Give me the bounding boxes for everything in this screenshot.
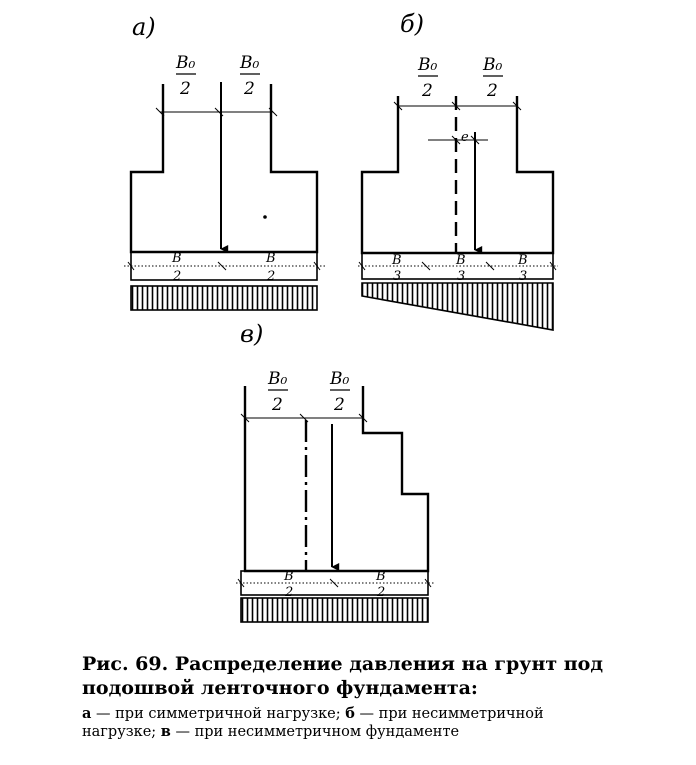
eccentricity-label: e (461, 130, 469, 145)
svg-text:2: 2 (421, 81, 433, 101)
svg-text:B: B (455, 253, 466, 268)
svg-text:B: B (517, 253, 528, 268)
svg-text:2: 2 (271, 395, 283, 415)
figure-caption: Рис. 69. Распределение давления на грунт… (82, 652, 622, 741)
svg-text:2: 2 (172, 269, 181, 284)
svg-text:2: 2 (376, 585, 385, 600)
svg-text:3: 3 (519, 269, 527, 284)
svg-text:B₀: B₀ (267, 369, 287, 389)
dim-label-b0-right: B₀ (239, 53, 259, 73)
caption-key-a: а (82, 705, 92, 722)
panel-label-b: б) (400, 10, 424, 38)
svg-text:3: 3 (457, 269, 465, 284)
caption-text-a: — при симметричной нагрузке; (91, 706, 346, 722)
caption-key-b: б (345, 705, 355, 722)
svg-text:B: B (171, 251, 182, 266)
caption-text-c: — при несимметричном фундаменте (170, 724, 460, 740)
panel-b: б) B₀ 2 B₀ 2 e B 3 B (358, 10, 558, 331)
svg-text:2: 2 (486, 81, 498, 101)
panel-a-foundation-outline (129, 84, 319, 254)
panel-a-base-labels: B 2 B 2 (171, 251, 276, 284)
svg-text:2: 2 (266, 269, 275, 284)
panel-c: в) B₀ 2 B₀ 2 B 2 B 2 (236, 320, 434, 623)
svg-text:B: B (265, 251, 276, 266)
panel-b-pressure-trapezoid (361, 282, 554, 331)
svg-text:B₀: B₀ (329, 369, 349, 389)
svg-text:B₀: B₀ (482, 55, 502, 75)
caption-text-b: — при несимметричной нагрузке; (82, 706, 544, 740)
svg-text:3: 3 (393, 269, 401, 284)
panel-label-c: в) (240, 320, 263, 348)
caption-title: Рис. 69. Распределение давления на грунт… (82, 653, 604, 699)
panel-a: а) B₀ 2 B₀ 2 B 2 B 2 (124, 13, 325, 311)
svg-text:2: 2 (284, 585, 293, 600)
dim-denominator-right: 2 (243, 79, 255, 99)
dim-denominator-left: 2 (179, 79, 191, 99)
panel-a-top-dimension-labels: B₀ 2 B₀ 2 (175, 53, 260, 99)
panel-a-pressure-uniform (130, 285, 318, 311)
panel-c-base-labels: B 2 B 2 (283, 569, 386, 600)
caption-key-c: в (160, 723, 171, 740)
svg-text:B: B (283, 569, 294, 584)
svg-text:2: 2 (333, 395, 345, 415)
panel-b-top-dimension-labels: B₀ 2 B₀ 2 (417, 55, 503, 101)
dim-label-b0-left: B₀ (175, 53, 195, 73)
caption-description: а — при симметричной нагрузке; б — при н… (82, 705, 622, 741)
foundation-pressure-diagram: а) B₀ 2 B₀ 2 B 2 B 2 (124, 10, 558, 623)
panel-b-foundation-outline (360, 96, 555, 255)
panel-b-base-labels: B 3 B 3 B 3 (391, 253, 528, 284)
panel-c-pressure-uniform (240, 597, 429, 623)
panel-label-a: а) (132, 13, 156, 41)
svg-text:B: B (375, 569, 386, 584)
svg-text:B₀: B₀ (417, 55, 437, 75)
panel-c-top-dimension-labels: B₀ 2 B₀ 2 (267, 369, 350, 415)
svg-text:B: B (391, 253, 402, 268)
